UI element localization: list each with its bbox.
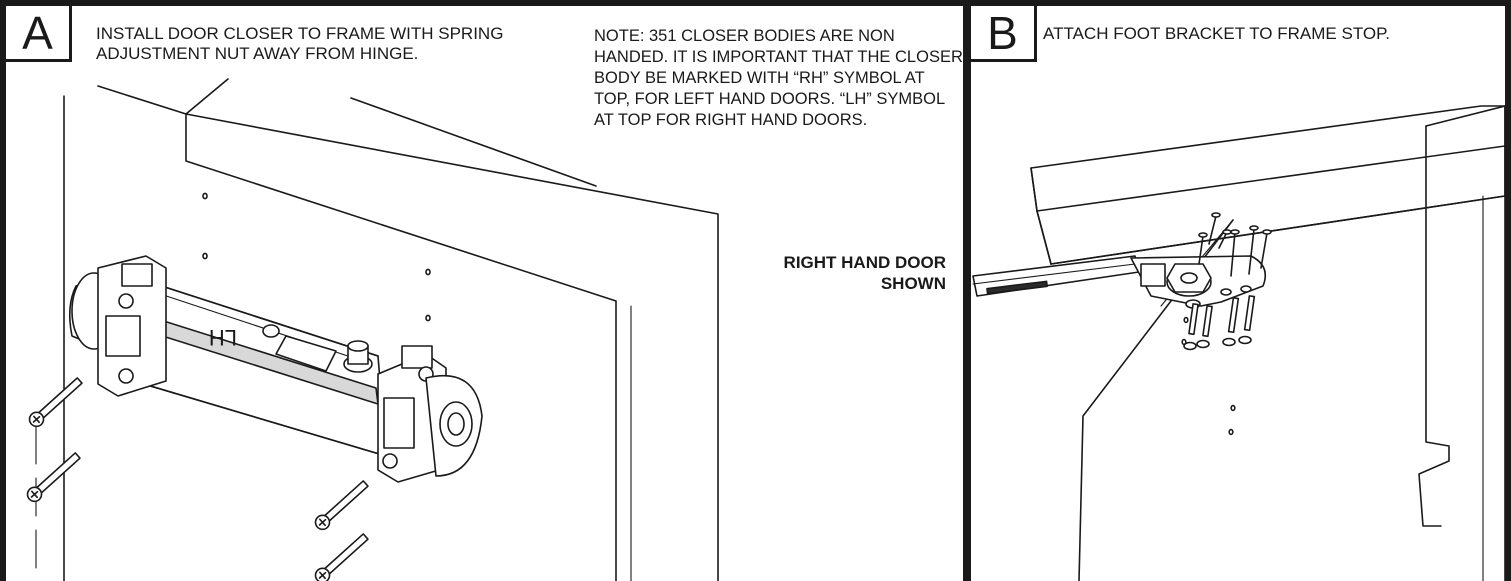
door-orientation-label: RIGHT HAND DOOR SHOWN: [783, 253, 946, 293]
step-a-panel: LH A IN: [6, 6, 963, 581]
frame-corner-line: [185, 78, 229, 115]
door-inner-edge: [185, 113, 617, 581]
upper-screws: [1198, 212, 1272, 277]
handing-note: NOTE: 351 CLOSER BODIES ARE NON HANDED. …: [594, 27, 963, 129]
step-b-illustration: [972, 105, 1505, 581]
frame-top-edge: [97, 85, 187, 115]
door-outer-edge: [185, 113, 719, 581]
panel-divider: [963, 0, 971, 581]
step-a-instruction: INSTALL DOOR CLOSER TO FRAME WITH SPRING…: [96, 24, 504, 63]
jamb-top-line: [1425, 105, 1505, 127]
body-marking-text: LH: [209, 325, 237, 350]
step-a-letter: A: [6, 6, 72, 62]
door-frame-header: [1030, 105, 1505, 265]
frame-back-edge: [350, 97, 597, 187]
mounting-holes: [202, 192, 431, 322]
step-b-panel: B ATTACH FOOT BRACKET TO FRAME STOP.: [971, 6, 1505, 581]
foot-bracket: [1130, 255, 1267, 309]
mounting-screws: [26, 377, 369, 581]
step-a-illustration: LH: [26, 78, 719, 581]
step-b-instruction: ATTACH FOOT BRACKET TO FRAME STOP.: [1043, 24, 1390, 43]
step-b-letter: B: [971, 6, 1037, 62]
frame-jamb-profile: [1418, 125, 1450, 527]
door-closer-body: LH: [68, 255, 483, 483]
lower-screws: [1183, 295, 1256, 351]
